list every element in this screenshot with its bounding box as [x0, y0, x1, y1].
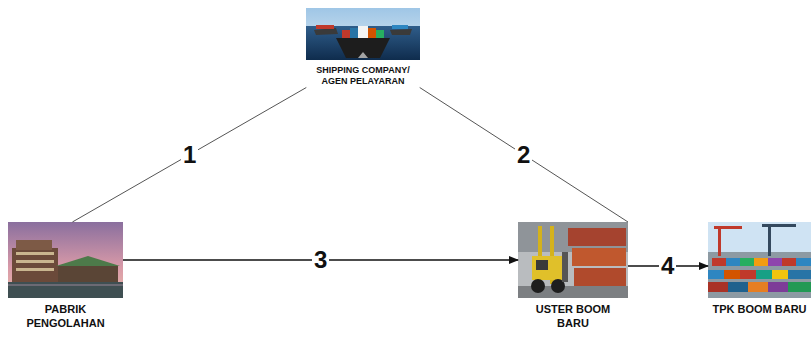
- factory-photo: [8, 222, 123, 298]
- flow-line: [420, 88, 628, 223]
- node-caption: SHIPPING COMPANY/ AGEN PELAYARAN: [313, 65, 413, 88]
- step-number: 4: [659, 254, 676, 278]
- image-node: USTER BOOM BARU: [518, 222, 628, 331]
- step-number: 1: [181, 143, 198, 167]
- image-node: PABRIK PENGOLAHAN: [8, 222, 123, 331]
- terminal-photo: [708, 222, 811, 298]
- image-node: TPK BOOM BARU: [708, 222, 811, 317]
- node-caption: TPK BOOM BARU: [711, 303, 809, 317]
- node-caption: PABRIK PENGOLAHAN: [20, 303, 112, 331]
- image-node: SHIPPING COMPANY/ AGEN PELAYARAN: [300, 8, 426, 88]
- flow-line: [72, 88, 306, 223]
- ship-photo: [306, 8, 420, 60]
- step-number: 2: [515, 143, 532, 167]
- node-caption: USTER BOOM BARU: [532, 303, 614, 331]
- step-number: 3: [312, 248, 329, 272]
- depot-photo: [518, 222, 628, 298]
